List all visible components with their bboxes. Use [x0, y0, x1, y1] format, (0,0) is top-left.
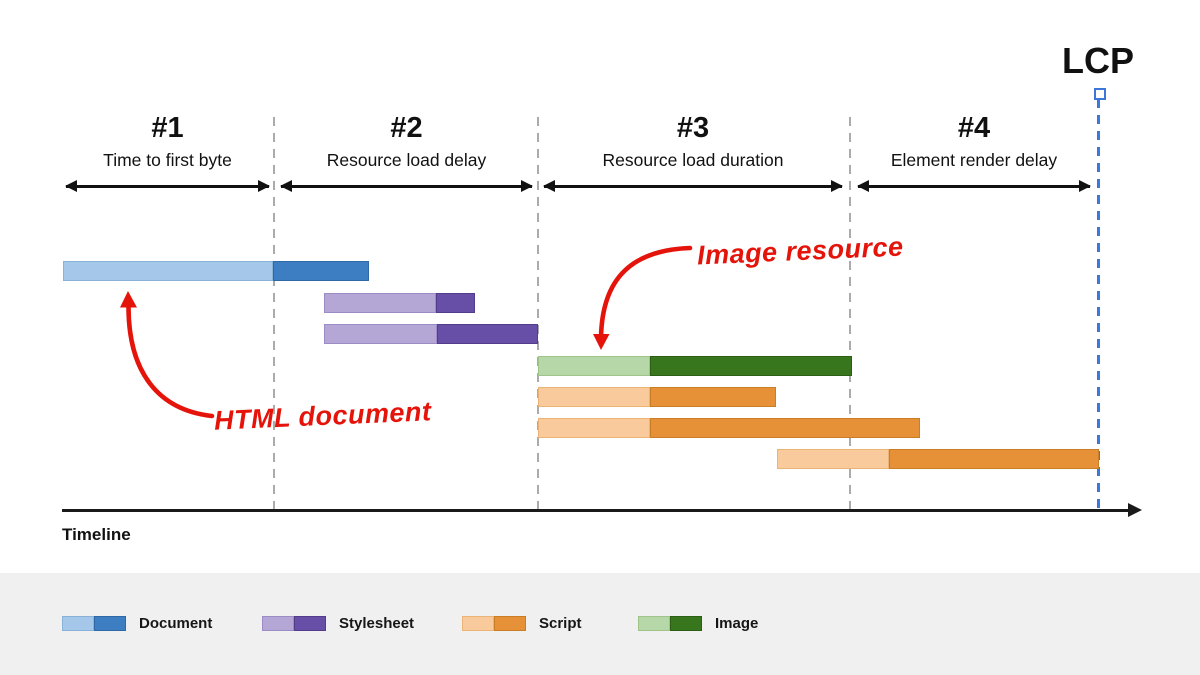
section-label: Resource load duration: [602, 150, 784, 170]
lcp-title: LCP: [1062, 40, 1134, 81]
image-dark-segment: [650, 356, 852, 376]
section-ttfb: #1 Time to first byte: [65, 110, 270, 192]
stylesheet-light-swatch: [262, 616, 294, 631]
document-light-swatch: [62, 616, 94, 631]
script-swatch: [462, 616, 526, 631]
bar-script: [777, 449, 1099, 469]
script-dark-segment: [650, 418, 920, 438]
legend-item-document: Document: [62, 615, 212, 632]
image-resource-arrowhead: [593, 334, 610, 350]
double-arrow: [65, 180, 270, 192]
bar-image: [538, 356, 852, 376]
stylesheet-light-segment: [324, 324, 437, 344]
lcp-dashed-line: [1097, 99, 1100, 511]
legend-label: Stylesheet: [339, 615, 415, 632]
section-number: #4: [957, 112, 991, 144]
legend-item-script: Script: [462, 615, 582, 632]
annotation-html-document: HTML document: [213, 396, 433, 436]
lcp-marker-square: [1094, 88, 1106, 100]
document-light-segment: [63, 261, 273, 281]
image-dark-swatch: [670, 616, 702, 631]
bar-script: [538, 418, 920, 438]
annotation-image-resource: Image resource: [696, 231, 905, 271]
image-swatch: [638, 616, 702, 631]
double-arrow: [280, 180, 533, 192]
script-light-segment: [538, 387, 650, 407]
timeline-axis-arrowhead: [1128, 503, 1142, 517]
stylesheet-dark-swatch: [294, 616, 326, 631]
section-label: Resource load delay: [326, 150, 487, 170]
html-document-arrow: [126, 302, 215, 419]
stylesheet-dark-segment: [437, 324, 538, 344]
legend-strip: [0, 573, 1200, 675]
legend-label: Script: [539, 615, 582, 632]
bar-document: [63, 261, 369, 281]
image-light-segment: [538, 356, 650, 376]
legend-label: Document: [139, 615, 213, 632]
script-dark-swatch: [494, 616, 526, 631]
section-element-render-delay: #4 Element render delay: [857, 110, 1091, 192]
section-resource-load-delay: #2 Resource load delay: [280, 110, 533, 192]
stylesheet-dark-segment: [436, 293, 475, 313]
section-label: Time to first byte: [103, 150, 232, 170]
script-dark-segment: [650, 387, 776, 407]
stylesheet-light-segment: [324, 293, 436, 313]
document-dark-segment: [273, 261, 369, 281]
script-dark-segment: [889, 449, 1099, 469]
image-light-swatch: [638, 616, 670, 631]
timeline-label: Timeline: [62, 525, 131, 544]
section-resource-load-duration: #3 Resource load duration: [543, 110, 843, 192]
double-arrow: [857, 180, 1091, 192]
document-swatch: [62, 616, 126, 631]
script-light-segment: [777, 449, 889, 469]
script-light-swatch: [462, 616, 494, 631]
section-label: Element render delay: [890, 150, 1058, 170]
bar-stylesheet: [324, 293, 475, 313]
double-arrow: [543, 180, 843, 192]
stylesheet-swatch: [262, 616, 326, 631]
phase-separator-1: [273, 117, 275, 512]
legend-item-stylesheet: Stylesheet: [262, 615, 414, 632]
image-resource-arrow: [598, 245, 693, 341]
bar-script: [538, 387, 776, 407]
bar-stylesheet: [324, 324, 538, 344]
phase-separator-3: [849, 117, 851, 512]
phase-separator-2: [537, 117, 539, 512]
legend-item-image: Image: [638, 615, 758, 632]
html-document-arrowhead: [120, 291, 137, 308]
script-light-segment: [538, 418, 650, 438]
document-dark-swatch: [94, 616, 126, 631]
timeline-axis: [62, 509, 1130, 512]
section-number: #1: [151, 112, 184, 144]
section-number: #3: [676, 112, 710, 144]
section-number: #2: [390, 112, 423, 144]
legend-label: Image: [715, 615, 759, 632]
